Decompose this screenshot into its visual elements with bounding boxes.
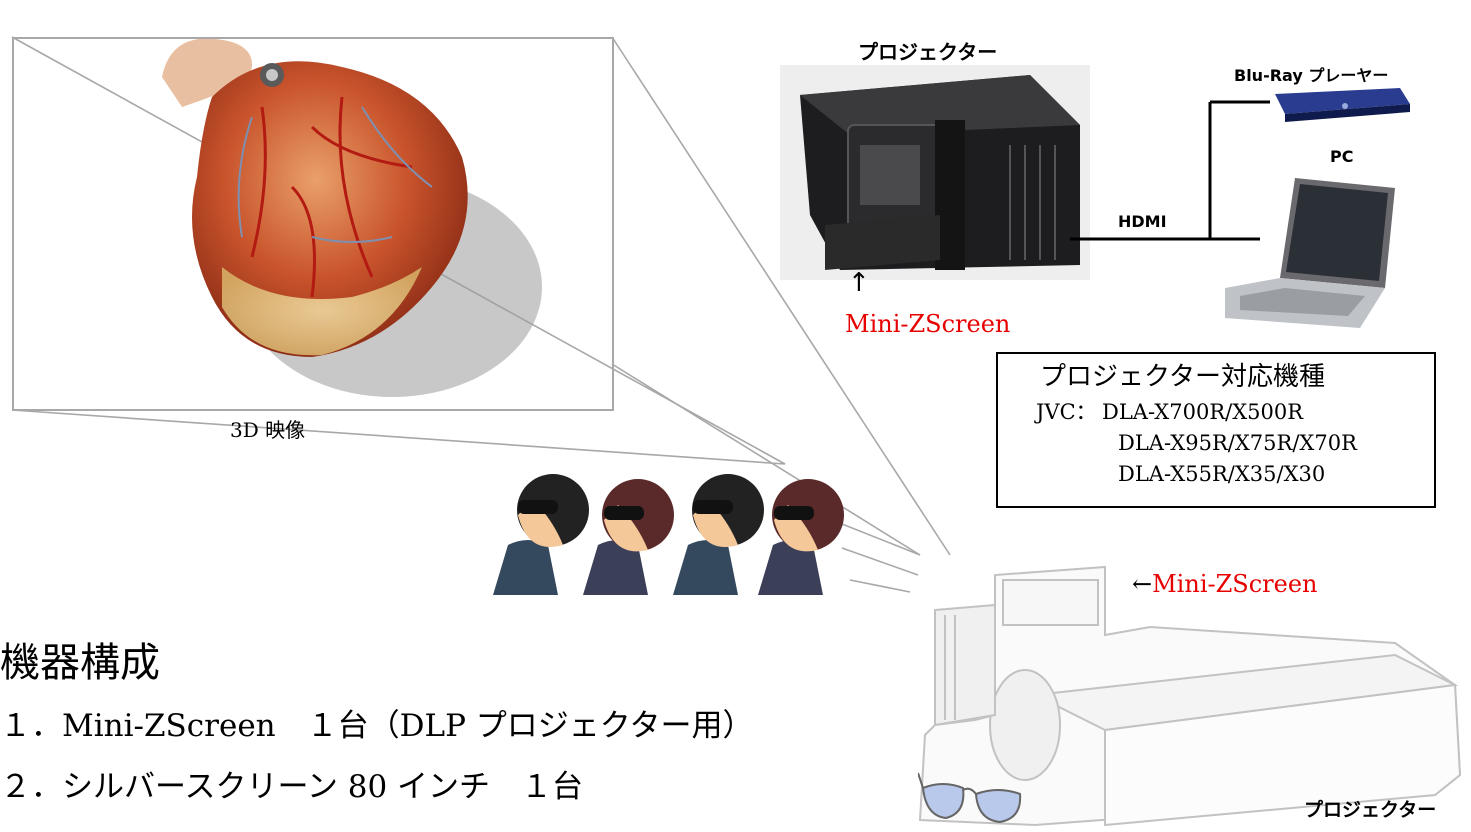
compat-box: プロジェクター対応機種 JVC： DLA-X700R/X500R DLA-X95… xyxy=(996,352,1436,508)
bluray-label: Blu-Ray プレーヤー xyxy=(1234,66,1389,85)
mini-zscreen-arrow-name: Mini-ZScreen xyxy=(1152,570,1318,598)
up-arrow: ↑ xyxy=(848,268,870,298)
3d-glasses-image xyxy=(918,772,1022,824)
hdmi-label: HDMI xyxy=(1118,212,1167,231)
hdmi-cables xyxy=(1070,100,1270,241)
compat-box-title: プロジェクター対応機種 xyxy=(1040,362,1325,392)
equipment-item-2: ２．シルバースクリーン 80 インチ １台 xyxy=(0,769,584,805)
projection-screen xyxy=(12,37,614,411)
mini-zscreen-label: Mini-ZScreen xyxy=(845,310,1011,338)
mini-zscreen-arrow-label: ←Mini-ZScreen xyxy=(1132,570,1318,598)
left-arrow: ← xyxy=(1132,570,1153,598)
compat-model-3: DLA-X55R/X35/X30 xyxy=(1118,462,1326,486)
projector-top-label: プロジェクター xyxy=(858,40,998,64)
projector-photo xyxy=(780,65,1090,280)
laptop-image xyxy=(1225,178,1395,328)
bluray-player-image xyxy=(1275,88,1410,122)
compat-model-2: DLA-X95R/X75R/X70R xyxy=(1118,431,1357,455)
projector-bottom-label: プロジェクター xyxy=(1304,799,1437,821)
pc-label: PC xyxy=(1330,147,1354,166)
compat-model-1: DLA-X700R/X500R xyxy=(1102,400,1304,424)
equipment-heading: 機器構成 xyxy=(0,640,160,686)
projector-line-drawing xyxy=(918,565,1462,827)
audience-illustration xyxy=(493,474,844,595)
equipment-item-1: １．Mini-ZScreen １台（DLP プロジェクター用） xyxy=(0,708,754,744)
compat-box-maker: JVC： xyxy=(1036,400,1097,424)
screen-caption: 3D 映像 xyxy=(230,418,306,442)
